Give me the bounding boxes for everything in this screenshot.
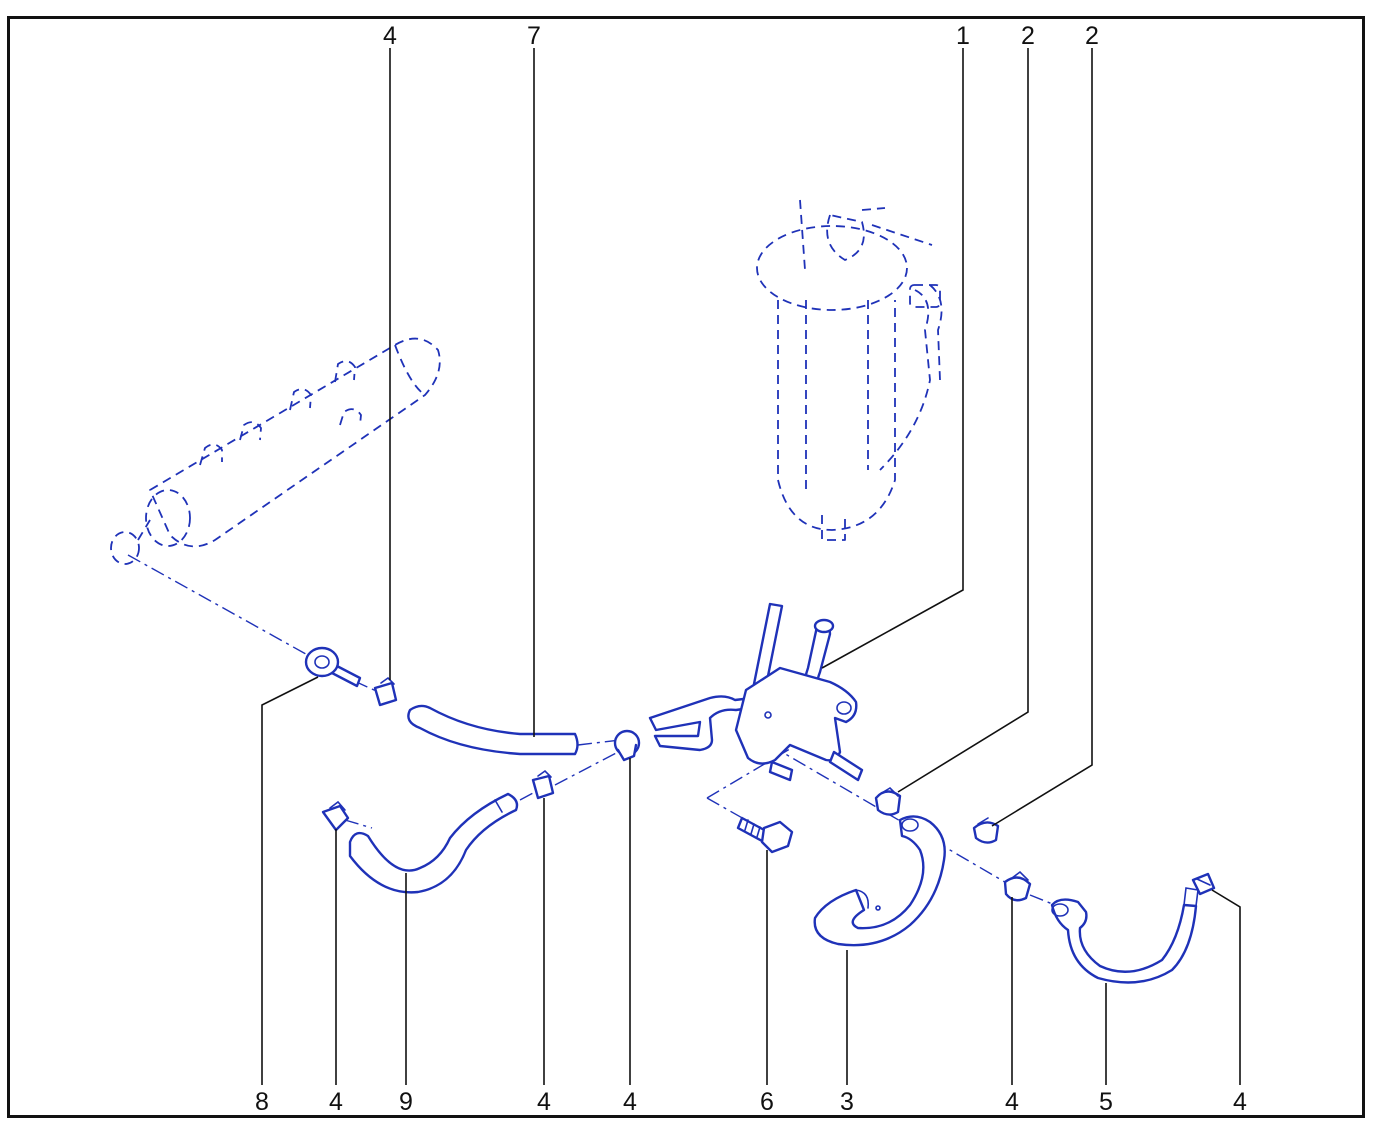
callout-4-b1: 4	[329, 1088, 343, 1116]
part-4-clamp-b	[531, 769, 555, 800]
callout-4-b4: 4	[1005, 1088, 1019, 1116]
part-4-clamp-f	[1191, 872, 1216, 896]
fuel-filter-ghost	[756, 199, 943, 541]
callout-9: 9	[399, 1088, 413, 1116]
callout-labels-bottom: 8 4 9 4 4 6 3 4 5 4	[255, 1088, 1247, 1116]
part-3-fuel-hose	[813, 815, 946, 947]
callout-4-b2: 4	[537, 1088, 551, 1116]
callout-3: 3	[840, 1088, 854, 1116]
callout-2-a: 2	[1021, 22, 1035, 50]
part-4-clamp-c	[321, 800, 350, 832]
part-2-clamp-b	[972, 817, 1000, 844]
callout-2-b: 2	[1085, 22, 1099, 50]
callout-4-b5: 4	[1233, 1088, 1247, 1116]
part-6-bolt	[736, 816, 794, 854]
callout-7: 7	[527, 22, 541, 50]
part-4-clamp-e	[1003, 870, 1032, 902]
callout-leader-lines	[261, 48, 1241, 1085]
callout-8: 8	[255, 1088, 269, 1116]
fuel-rail-ghost	[110, 337, 441, 565]
assembly-axis-lines	[127, 554, 1056, 906]
part-1-fuel-pipe-assembly	[648, 602, 864, 782]
part-8-banjo-fitting	[304, 646, 362, 688]
part-9-fuel-hose	[348, 792, 519, 894]
callout-labels-top: 4 7 1 2 2	[383, 22, 1099, 50]
callout-5: 5	[1099, 1088, 1113, 1116]
part-5-fuel-hose	[1050, 887, 1199, 984]
diagram-frame	[7, 16, 1365, 1118]
callout-6: 6	[760, 1088, 774, 1116]
callout-1: 1	[956, 22, 970, 50]
part-7-fuel-hose	[407, 704, 579, 756]
part-4-clamp-a	[373, 676, 398, 707]
part-2-clamp-a	[874, 786, 902, 816]
callout-4-b3: 4	[623, 1088, 637, 1116]
part-4-clamp-d	[613, 729, 641, 762]
callout-4-top: 4	[383, 22, 397, 50]
